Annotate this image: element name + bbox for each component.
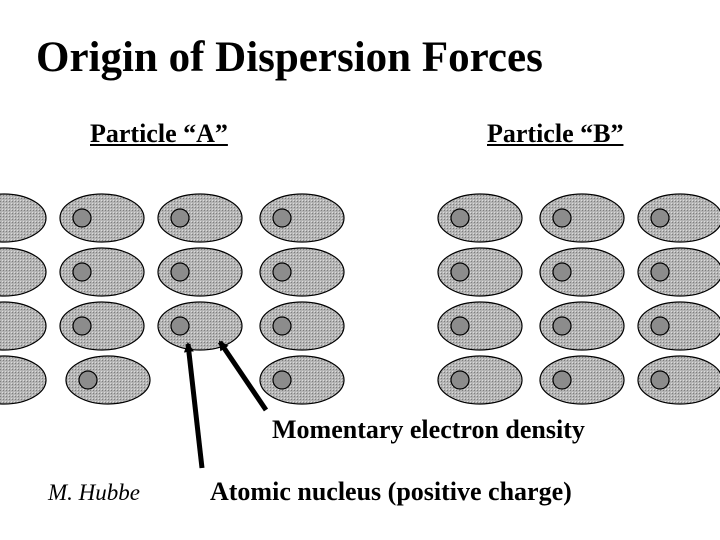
electron-cloud <box>0 355 47 405</box>
nucleus <box>170 208 190 228</box>
nucleus <box>650 262 670 282</box>
atom-b <box>437 193 523 243</box>
electron-cloud <box>59 247 145 297</box>
slide-title: Origin of Dispersion Forces <box>36 34 543 81</box>
atom-a <box>59 193 145 243</box>
atom-b <box>437 247 523 297</box>
nucleus <box>170 316 190 336</box>
electron-density-arrow <box>217 340 269 412</box>
particle-b-label: Particle “B” <box>487 119 624 148</box>
nucleus-label: Atomic nucleus (positive charge) <box>210 477 572 506</box>
nucleus <box>450 262 470 282</box>
electron-cloud <box>437 247 523 297</box>
electron-cloud <box>157 247 243 297</box>
nucleus <box>450 316 470 336</box>
author-credit: M. Hubbe <box>48 480 140 505</box>
atom-b <box>539 247 625 297</box>
nucleus <box>170 262 190 282</box>
atom-b <box>539 193 625 243</box>
electron-cloud <box>539 355 625 405</box>
electron-cloud <box>59 193 145 243</box>
nucleus <box>650 370 670 390</box>
electron-cloud <box>259 247 345 297</box>
nucleus <box>552 370 572 390</box>
nucleus <box>650 208 670 228</box>
particle-b-atoms <box>437 193 720 405</box>
particle-a-atoms <box>0 193 345 405</box>
electron-cloud <box>637 193 720 243</box>
nucleus <box>272 262 292 282</box>
atom-a <box>259 247 345 297</box>
nucleus-arrow <box>183 342 205 469</box>
nucleus <box>272 316 292 336</box>
electron-cloud <box>157 301 243 351</box>
electron-cloud <box>65 355 151 405</box>
nucleus <box>72 262 92 282</box>
atom-b <box>637 193 720 243</box>
nucleus <box>272 370 292 390</box>
nucleus <box>72 316 92 336</box>
electron-cloud <box>437 193 523 243</box>
atom-a <box>59 301 145 351</box>
electron-cloud <box>637 355 720 405</box>
nucleus <box>552 262 572 282</box>
electron-cloud <box>437 301 523 351</box>
atom-a <box>157 247 243 297</box>
atom-b <box>637 247 720 297</box>
atom-a <box>59 247 145 297</box>
atom-b <box>539 355 625 405</box>
electron-cloud <box>259 355 345 405</box>
nucleus <box>78 370 98 390</box>
electron-cloud <box>437 355 523 405</box>
electron-cloud <box>259 301 345 351</box>
particle-a-label: Particle “A” <box>90 119 228 148</box>
atom-a <box>259 193 345 243</box>
atom-a <box>65 355 151 405</box>
nucleus <box>450 208 470 228</box>
atom-a <box>0 355 47 405</box>
electron-cloud <box>539 247 625 297</box>
atom-b <box>637 301 720 351</box>
atom-b <box>437 355 523 405</box>
atom-b <box>539 301 625 351</box>
electron-cloud <box>0 301 47 351</box>
electron-cloud <box>0 247 47 297</box>
electron-density-label: Momentary electron density <box>272 415 585 444</box>
atom-a <box>0 193 47 243</box>
atom-a <box>157 301 243 351</box>
electron-cloud <box>637 247 720 297</box>
electron-cloud <box>259 193 345 243</box>
atom-a <box>157 193 243 243</box>
nucleus <box>272 208 292 228</box>
atom-a <box>259 355 345 405</box>
nucleus <box>552 208 572 228</box>
atom-b <box>637 355 720 405</box>
nucleus <box>650 316 670 336</box>
atom-b <box>437 301 523 351</box>
electron-cloud <box>59 301 145 351</box>
nucleus <box>552 316 572 336</box>
electron-cloud <box>539 193 625 243</box>
atom-a <box>0 247 47 297</box>
electron-cloud <box>539 301 625 351</box>
atom-a <box>259 301 345 351</box>
atom-a <box>0 301 47 351</box>
electron-cloud <box>0 193 47 243</box>
nucleus <box>450 370 470 390</box>
electron-cloud <box>637 301 720 351</box>
electron-cloud <box>157 193 243 243</box>
nucleus <box>72 208 92 228</box>
